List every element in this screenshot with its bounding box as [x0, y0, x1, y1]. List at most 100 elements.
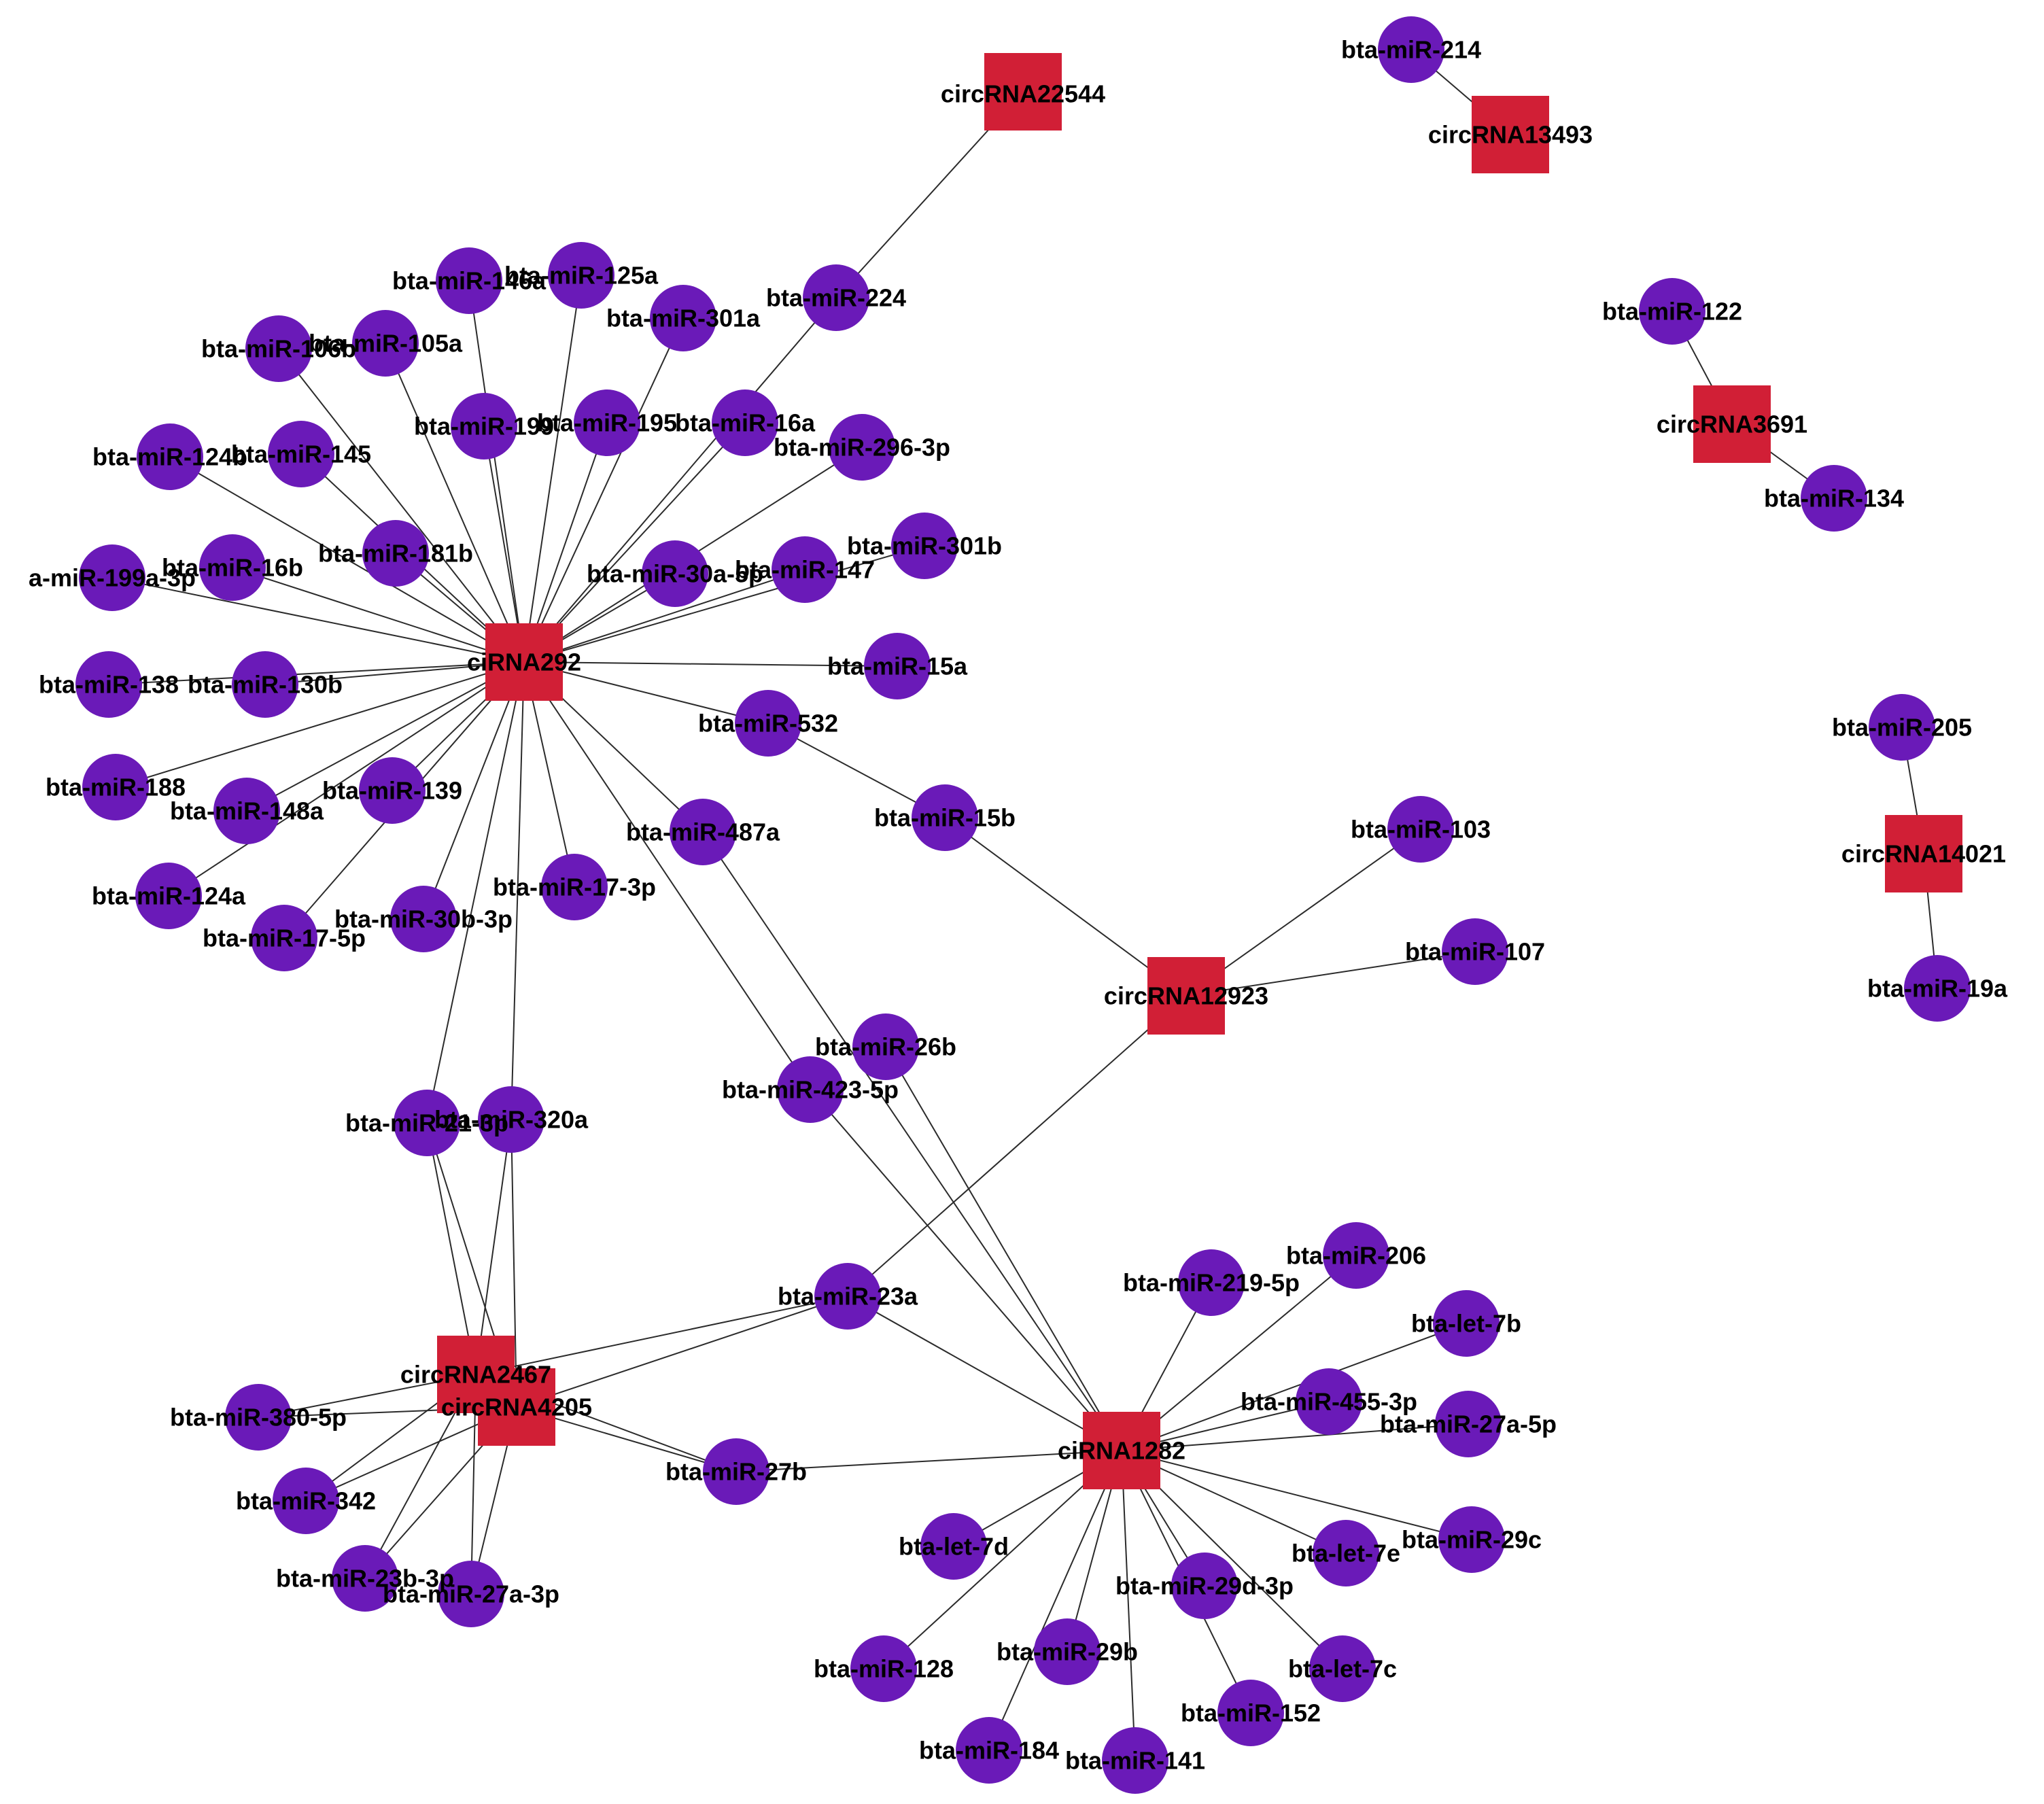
node-label-m301b: bta-miR-301b [847, 532, 1002, 560]
mirna-node-m103[interactable] [1387, 796, 1454, 863]
edge-ci292-m15a [523, 661, 898, 667]
mirna-node-mlet7d[interactable] [920, 1513, 987, 1580]
edge-ci292-m195 [523, 422, 608, 663]
edge-ci1282-m27a5p [1121, 1423, 1469, 1451]
edge-c2467-m320a [475, 1119, 512, 1375]
mirna-node-m139[interactable] [359, 757, 426, 824]
node-label-m15b: bta-miR-15b [874, 804, 1016, 832]
mirna-node-mlet7e[interactable] [1313, 1520, 1379, 1586]
mirna-node-m128[interactable] [850, 1635, 917, 1702]
mirna-node-m487a[interactable] [670, 799, 736, 865]
circrna-node-c4205[interactable] [478, 1368, 555, 1446]
mirna-node-m342[interactable] [273, 1468, 339, 1534]
mirna-node-m105a[interactable] [352, 310, 419, 377]
mirna-node-m130b[interactable] [232, 651, 298, 718]
circrna-node-c12923[interactable] [1147, 957, 1225, 1035]
mirna-node-m26b[interactable] [852, 1013, 919, 1080]
mirna-node-m146a[interactable] [436, 247, 502, 314]
edge-ci292-m16a [523, 422, 746, 663]
mirna-node-m107[interactable] [1442, 918, 1508, 985]
node-label-m195: bta-miR-195 [537, 409, 677, 437]
node-label-m21_3p: bta-miR-21-3p [345, 1109, 508, 1137]
mirna-node-m147[interactable] [772, 536, 838, 603]
mirna-node-m27a5p[interactable] [1435, 1391, 1502, 1457]
node-label-m27a5p: bta-miR-27a-5p [1380, 1410, 1557, 1438]
mirna-node-m181b[interactable] [362, 520, 429, 587]
mirna-node-mlet7c[interactable] [1309, 1635, 1376, 1702]
mirna-node-m29c[interactable] [1438, 1506, 1505, 1573]
circrna-node-ci292[interactable] [485, 623, 563, 701]
mirna-node-m23b[interactable] [332, 1545, 398, 1612]
mirna-node-m148a[interactable] [213, 778, 280, 844]
mirna-node-m125a[interactable] [548, 242, 614, 309]
mirna-node-m23a[interactable] [814, 1263, 881, 1330]
mirna-node-m320a[interactable] [478, 1086, 544, 1153]
mirna-node-m199a3p[interactable] [79, 544, 145, 611]
mirna-node-m214[interactable] [1378, 16, 1444, 83]
node-label-m27a3p: bta-miR-27a-3p [383, 1580, 559, 1608]
mirna-node-m27a3p[interactable] [438, 1561, 504, 1627]
mirna-node-m301a[interactable] [650, 285, 716, 351]
node-label-m532: bta-miR-532 [698, 710, 838, 738]
circrna-node-c13493[interactable] [1472, 96, 1549, 173]
node-label-m29b: bta-miR-29b [997, 1638, 1138, 1666]
mirna-node-m145[interactable] [268, 421, 334, 487]
mirna-node-m17_3p[interactable] [541, 854, 608, 920]
mirna-node-m21_3p[interactable] [394, 1090, 460, 1156]
mirna-node-m296[interactable] [829, 414, 895, 481]
mirna-node-m301b[interactable] [891, 513, 958, 579]
edge-ci292-m199a3p [111, 577, 525, 663]
node-label-m296: bta-miR-296-3p [774, 434, 950, 462]
mirna-node-m16b[interactable] [199, 534, 266, 601]
node-label-c3691: circRNA3691 [1657, 411, 1807, 438]
mirna-node-m29d[interactable] [1171, 1553, 1238, 1619]
mirna-node-m206[interactable] [1323, 1222, 1389, 1289]
edge-ci292-m147 [523, 569, 806, 663]
node-label-m145: bta-miR-145 [231, 440, 371, 468]
mirna-node-m27b[interactable] [703, 1438, 769, 1505]
edge-ci1282-m423 [810, 1089, 1122, 1451]
circrna-node-c22544[interactable] [984, 53, 1062, 131]
circrna-node-c14021[interactable] [1885, 815, 1962, 892]
mirna-node-m184[interactable] [956, 1717, 1022, 1784]
mirna-node-m423[interactable] [777, 1056, 844, 1123]
edge-c2467-m23a [475, 1296, 848, 1375]
mirna-node-m455[interactable] [1296, 1368, 1362, 1435]
mirna-node-m380[interactable] [225, 1384, 292, 1451]
node-label-m199a3p: a-miR-199a-3p [29, 564, 196, 592]
mirna-node-m106b[interactable] [245, 315, 312, 382]
edge-ci292-m106b [278, 348, 525, 663]
mirna-node-m17_5p[interactable] [251, 905, 317, 971]
edge-ci1282-m206 [1121, 1255, 1357, 1451]
node-label-m17_3p: bta-miR-17-3p [493, 873, 656, 901]
mirna-node-m205[interactable] [1869, 694, 1935, 761]
mirna-node-m30b3p[interactable] [390, 886, 457, 952]
mirna-node-m29b[interactable] [1034, 1618, 1101, 1685]
mirna-node-m124a[interactable] [135, 863, 202, 929]
mirna-node-m532[interactable] [735, 690, 801, 757]
mirna-node-m188[interactable] [82, 754, 149, 820]
circrna-node-ci1282[interactable] [1083, 1412, 1160, 1489]
node-label-m219: bta-miR-219-5p [1123, 1269, 1300, 1297]
mirna-node-m152[interactable] [1217, 1680, 1284, 1746]
node-label-m124a: bta-miR-124a [92, 882, 246, 910]
mirna-node-m15a[interactable] [864, 633, 931, 699]
mirna-node-m199[interactable] [451, 393, 517, 459]
circrna-node-c3691[interactable] [1693, 385, 1771, 463]
mirna-node-m134[interactable] [1801, 465, 1867, 532]
mirna-node-mlet7b[interactable] [1433, 1290, 1500, 1357]
mirna-node-m124b[interactable] [137, 423, 203, 490]
node-label-m152: bta-miR-152 [1181, 1699, 1321, 1727]
mirna-node-m30a5p[interactable] [642, 540, 708, 607]
mirna-node-m195[interactable] [574, 389, 640, 456]
mirna-node-m219[interactable] [1178, 1249, 1245, 1316]
edge-ci1282-m184 [988, 1450, 1122, 1751]
node-label-m16a: bta-miR-16a [675, 409, 816, 437]
mirna-node-m15b[interactable] [912, 784, 978, 851]
mirna-node-m16a[interactable] [712, 389, 778, 456]
mirna-node-m122[interactable] [1639, 278, 1705, 345]
mirna-node-m224[interactable] [803, 264, 869, 331]
mirna-node-m141[interactable] [1102, 1727, 1168, 1794]
mirna-node-m19a[interactable] [1904, 955, 1971, 1022]
mirna-node-m138[interactable] [75, 651, 142, 718]
